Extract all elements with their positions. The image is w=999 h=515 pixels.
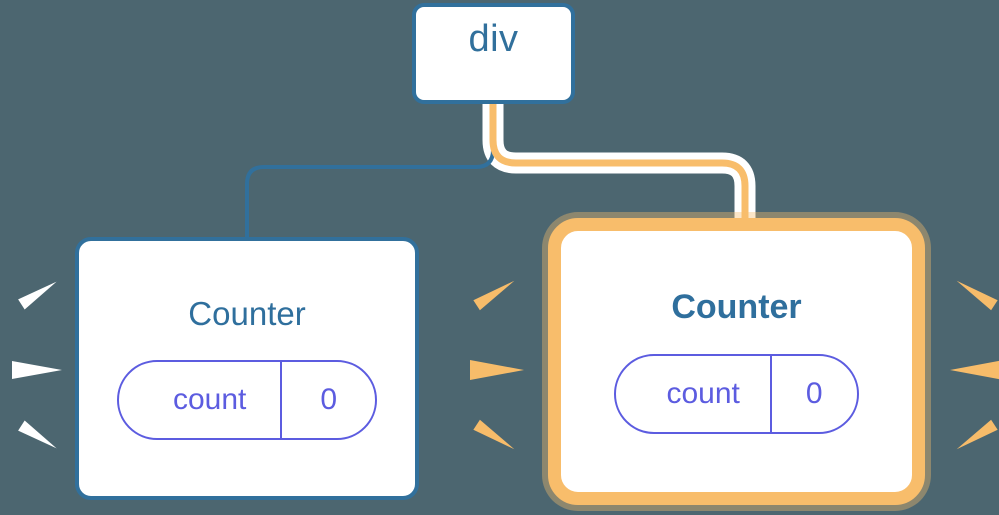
state-value: 0 xyxy=(280,362,375,438)
node-div[interactable]: div xyxy=(412,3,575,104)
ray-white-middle xyxy=(12,361,62,379)
ray-amber-middle xyxy=(470,360,524,380)
connector-root-to-counter-left xyxy=(245,101,495,242)
state-pill-counter-right[interactable]: count 0 xyxy=(614,353,859,434)
node-counter-right-label: Counter xyxy=(671,287,802,326)
node-div-label: div xyxy=(468,17,519,60)
state-pill-counter-left[interactable]: count 0 xyxy=(116,360,378,440)
state-value: 0 xyxy=(769,355,857,432)
state-key: count xyxy=(666,376,740,410)
state-key: count xyxy=(172,383,247,416)
node-counter-left-label: Counter xyxy=(188,295,306,332)
node-counter-left[interactable]: Counter count 0 xyxy=(75,237,419,500)
ray-amber-middle xyxy=(950,360,999,380)
connector-root-to-counter-right xyxy=(489,99,749,236)
connector-root-to-counter-right-halo xyxy=(482,92,756,243)
node-counter-right[interactable]: Counter count 0 xyxy=(548,218,925,505)
